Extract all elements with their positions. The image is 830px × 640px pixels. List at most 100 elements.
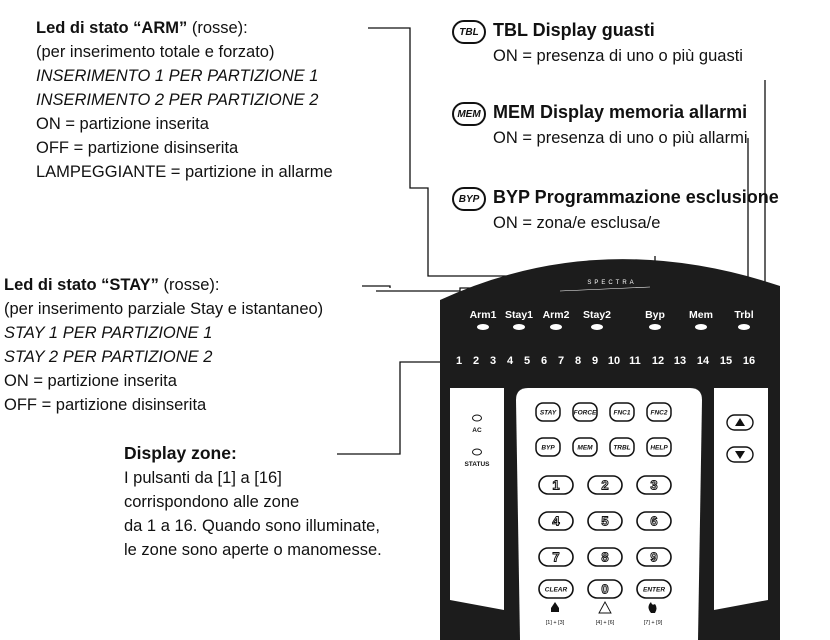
key-shape bbox=[538, 475, 574, 495]
key-shape bbox=[535, 402, 561, 422]
zone-number-9: 9 bbox=[592, 355, 598, 367]
key-label: BYP bbox=[541, 445, 555, 452]
arm-line-1: (per inserimento totale e forzato) bbox=[36, 43, 275, 61]
panic-medical[interactable]: [4] + [6] bbox=[596, 601, 615, 626]
zone-line-3: da 1 a 16. Quando sono illuminate, bbox=[124, 517, 380, 535]
key-shape bbox=[538, 511, 574, 531]
panic-label-3: [7] + [9] bbox=[644, 620, 663, 626]
arm-callout-line bbox=[368, 27, 557, 296]
key-trbl[interactable]: TRBL bbox=[609, 437, 635, 457]
key-mem[interactable]: MEM bbox=[572, 437, 598, 457]
stay-callout-line-a bbox=[362, 285, 391, 288]
key-clear[interactable]: CLEAR bbox=[538, 579, 574, 599]
key-0[interactable]: 0 bbox=[587, 579, 623, 599]
key-label: MEM bbox=[577, 445, 593, 452]
led-label-arm1: Arm1 bbox=[470, 309, 497, 321]
led-trbl bbox=[738, 324, 750, 330]
key-5[interactable]: 5 bbox=[587, 511, 623, 531]
arm-leds-title: Led di stato “ARM” (rosse): bbox=[36, 16, 248, 40]
key-1[interactable]: 1 bbox=[538, 475, 574, 495]
led-label-trbl: Trbl bbox=[734, 309, 753, 321]
zone-number-2: 2 bbox=[473, 355, 479, 367]
key-label: FNC1 bbox=[614, 410, 631, 417]
zone-callout-line bbox=[337, 361, 476, 455]
status-leds bbox=[477, 324, 750, 330]
key-enter[interactable]: ENTER bbox=[636, 579, 672, 599]
zone-number-6: 6 bbox=[541, 355, 547, 367]
key-label: STAY bbox=[540, 410, 557, 417]
key-shape bbox=[646, 402, 672, 422]
status-led bbox=[472, 448, 482, 456]
zone-line-2: corrispondono alle zone bbox=[124, 493, 300, 511]
key-shape bbox=[572, 437, 598, 457]
zone-line-4: le zone sono aperte o manomesse. bbox=[124, 541, 382, 559]
led-stay2 bbox=[591, 324, 603, 330]
key-stay[interactable]: STAY bbox=[535, 402, 561, 422]
arm-line-6: LAMPEGGIANTE = partizione in allarme bbox=[36, 163, 333, 181]
key-4[interactable]: 4 bbox=[538, 511, 574, 531]
key-label: FORCE bbox=[574, 410, 597, 417]
arm-leds-title-rest: (rosse): bbox=[187, 19, 248, 37]
key-label: 9 bbox=[650, 550, 657, 565]
left-side-panel bbox=[450, 388, 504, 610]
byp-badge: BYP bbox=[452, 187, 486, 211]
zone-number-12: 12 bbox=[652, 355, 664, 367]
tbl-title: TBL Display guasti bbox=[493, 20, 655, 40]
key-label: 7 bbox=[552, 550, 559, 565]
up-arrow-key[interactable] bbox=[726, 414, 754, 431]
panic-fire[interactable]: [7] + [9] bbox=[644, 602, 663, 626]
down-arrow-key[interactable] bbox=[726, 446, 754, 463]
key-label: 0 bbox=[601, 582, 608, 597]
stay-line-3: STAY 2 PER PARTIZIONE 2 bbox=[4, 348, 213, 366]
key-byp[interactable]: BYP bbox=[535, 437, 561, 457]
key-fnc2[interactable]: FNC2 bbox=[646, 402, 672, 422]
brand-line bbox=[559, 286, 651, 292]
brand-label: SPECTRA bbox=[587, 280, 636, 286]
arm-line-5: OFF = partizione disinserita bbox=[36, 139, 239, 157]
key-label: 6 bbox=[650, 514, 657, 529]
key-shape bbox=[636, 547, 672, 567]
police-icon bbox=[551, 602, 559, 612]
zone-number-1: 1 bbox=[456, 355, 462, 367]
led-arm1 bbox=[477, 324, 489, 330]
key-2[interactable]: 2 bbox=[587, 475, 623, 495]
zone-number-13: 13 bbox=[674, 355, 686, 367]
mem-badge: MEM bbox=[452, 102, 486, 126]
mem-line: ON = presenza di uno o più allarmi bbox=[493, 129, 748, 147]
key-7[interactable]: 7 bbox=[538, 547, 574, 567]
key-shape bbox=[636, 511, 672, 531]
ac-label: AC bbox=[472, 427, 482, 434]
key-fnc1[interactable]: FNC1 bbox=[609, 402, 635, 422]
arm-line-2: INSERIMENTO 1 PER PARTIZIONE 1 bbox=[36, 67, 319, 85]
key-help[interactable]: HELP bbox=[646, 437, 672, 457]
zone-number-3: 3 bbox=[490, 355, 496, 367]
key-shape bbox=[587, 511, 623, 531]
zone-number-15: 15 bbox=[720, 355, 732, 367]
key-shape bbox=[538, 579, 574, 599]
arm-line-3: INSERIMENTO 2 PER PARTIZIONE 2 bbox=[36, 91, 319, 109]
zone-number-14: 14 bbox=[697, 355, 710, 367]
key-label: CLEAR bbox=[545, 587, 568, 594]
key-9[interactable]: 9 bbox=[636, 547, 672, 567]
stay-leds-title-rest: (rosse): bbox=[158, 276, 220, 294]
key-label: HELP bbox=[650, 445, 668, 452]
stay-line-5: OFF = partizione disinserita bbox=[4, 396, 207, 414]
key-6[interactable]: 6 bbox=[636, 511, 672, 531]
key-8[interactable]: 8 bbox=[587, 547, 623, 567]
fire-icon bbox=[648, 602, 657, 613]
zone-number-16: 16 bbox=[743, 355, 755, 367]
led-mem bbox=[695, 324, 707, 330]
led-byp bbox=[649, 324, 661, 330]
key-label: 3 bbox=[650, 478, 657, 493]
key-force[interactable]: FORCE bbox=[572, 402, 598, 422]
key-3[interactable]: 3 bbox=[636, 475, 672, 495]
led-arm2 bbox=[550, 324, 562, 330]
tbl-line: ON = presenza di uno o più guasti bbox=[493, 47, 743, 65]
panic-police[interactable]: [1] + [3] bbox=[546, 602, 565, 626]
panic-label-1: [1] + [3] bbox=[546, 620, 565, 626]
key-shape bbox=[572, 402, 598, 422]
key-label: 1 bbox=[552, 478, 559, 493]
key-shape bbox=[609, 402, 635, 422]
